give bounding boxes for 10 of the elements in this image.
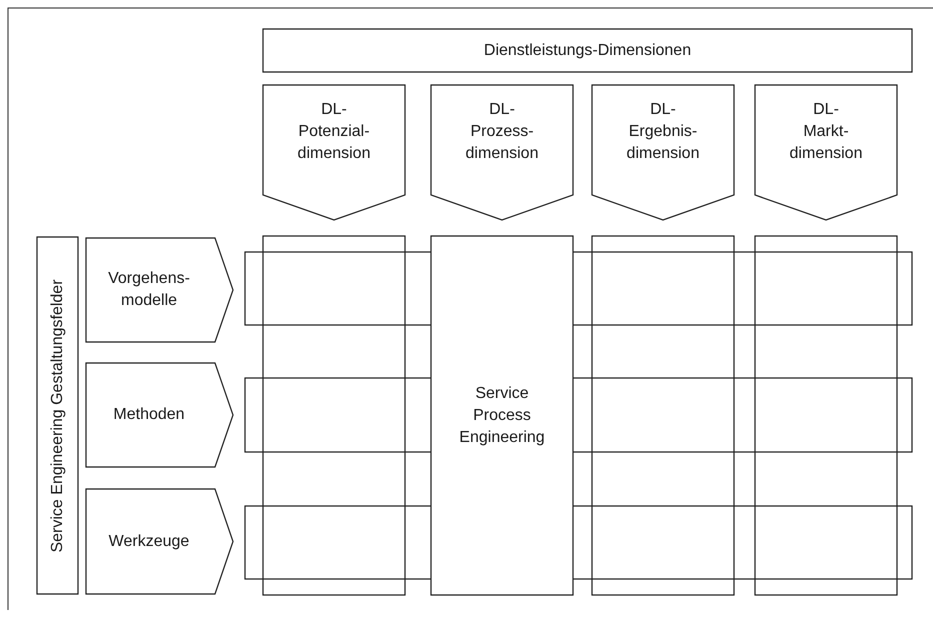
field-label: Vorgehens- modelle: [107, 269, 191, 311]
dimension-label: DL- Ergebnis- dimension: [626, 100, 700, 164]
column-label: Service Process Engineering: [459, 384, 545, 448]
dimension-label: DL- Prozess- dimension: [466, 100, 538, 164]
heading: Dienstleistungs-Dimensionen: [482, 40, 692, 60]
vertical-heading: Service Engineering Gestaltungsfelder: [48, 278, 66, 552]
field-label: Methoden: [112, 405, 186, 425]
dimension-label: DL- Potenzial- dimension: [298, 100, 370, 164]
field-label: Werkzeuge: [108, 532, 190, 552]
dimension-label: DL- Markt- dimension: [790, 100, 862, 164]
